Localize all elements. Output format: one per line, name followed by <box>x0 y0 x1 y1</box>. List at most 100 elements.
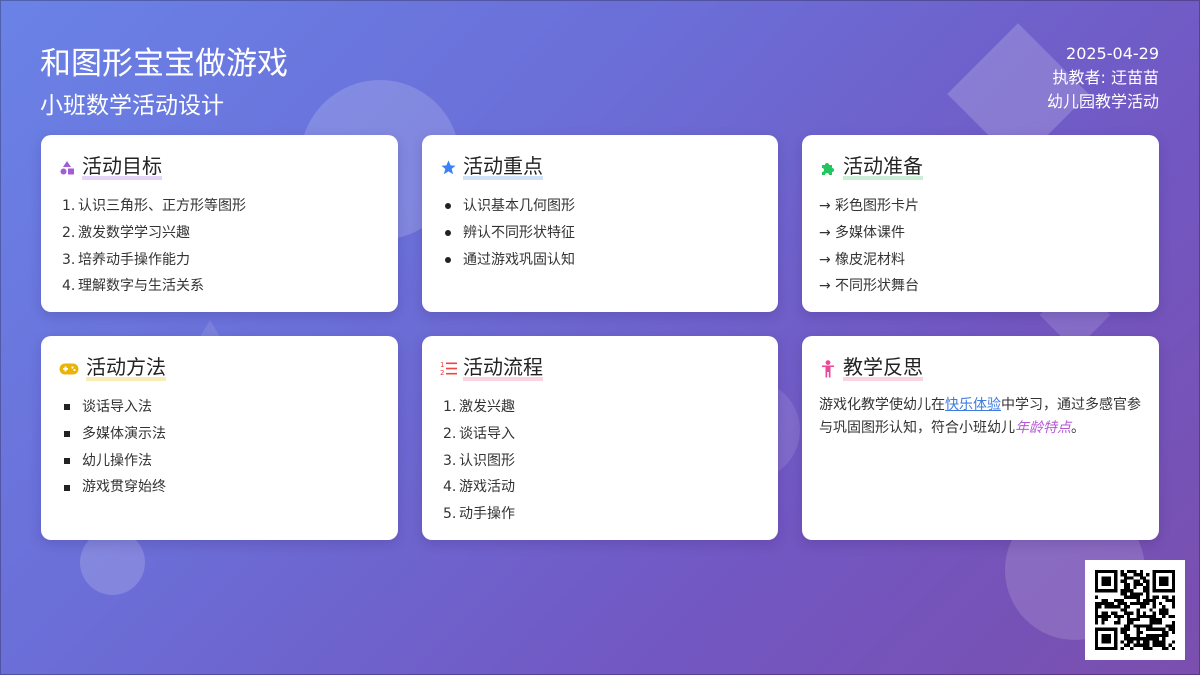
list-item: 通过游戏巩固认知 <box>439 247 761 274</box>
bullet-square <box>64 431 70 438</box>
puzzle-icon <box>819 159 837 177</box>
bullet-dot <box>445 203 451 210</box>
svg-text:2: 2 <box>440 369 444 377</box>
page-title: 和图形宝宝做游戏 <box>40 46 288 82</box>
list-number: 1. <box>443 399 457 415</box>
list-item: 1.认识三角形、正方形等图形 <box>58 193 381 220</box>
list-item: →多媒体课件 <box>819 220 1142 247</box>
list-item-text: 辨认不同形状特征 <box>463 224 575 241</box>
card-title: 活动方法 <box>86 353 166 384</box>
list-number: 5. <box>443 506 457 523</box>
list-item: 谈话导入法 <box>58 394 381 421</box>
star-icon <box>439 159 457 177</box>
card-title: 活动重点 <box>463 152 543 183</box>
arrow-icon: → <box>819 251 831 268</box>
arrow-icon: → <box>819 278 831 295</box>
bullet-square <box>64 484 70 491</box>
emphasis-text: 年龄特点 <box>1015 420 1071 436</box>
list-number: 4. <box>443 479 457 496</box>
list-item: 1.激发兴趣 <box>439 394 761 421</box>
card-header: 教学反思 <box>819 353 1142 384</box>
list-item: 4.理解数字与生活关系 <box>58 273 381 300</box>
list-item-text: 通过游戏巩固认知 <box>463 251 575 268</box>
goals-list: 1.认识三角形、正方形等图形 2.激发数学学习兴趣 3.培养动手操作能力 4.理… <box>58 193 381 300</box>
list-item-text: 认识基本几何图形 <box>463 198 575 214</box>
card-title: 活动目标 <box>82 152 162 183</box>
list-item-text: 认识图形 <box>459 452 515 469</box>
list-item-text: 理解数字与生活关系 <box>78 278 204 295</box>
process-list: 1.激发兴趣 2.谈话导入 3.认识图形 4.游戏活动 5.动手操作 <box>439 394 761 528</box>
card-preparation: 活动准备 →彩色图形卡片 →多媒体课件 →橡皮泥材料 →不同形状舞台 <box>802 135 1159 312</box>
list-item-text: 幼儿操作法 <box>82 452 152 469</box>
shapes-icon <box>58 159 76 177</box>
reflection-text-part: 中学习，通过多感官参与巩固图形认知，符合小班幼儿 <box>819 397 1141 436</box>
list-item-text: 认识三角形、正方形等图形 <box>78 198 246 214</box>
bullet-dot <box>445 230 451 237</box>
card-header: 活动方法 <box>58 353 381 384</box>
methods-list: 谈话导入法 多媒体演示法 幼儿操作法 游戏贯穿始终 <box>58 394 381 501</box>
list-number: 3. <box>443 452 457 469</box>
list-item-text: 彩色图形卡片 <box>835 198 919 214</box>
list-item: 游戏贯穿始终 <box>58 474 381 501</box>
card-title: 活动准备 <box>843 152 923 183</box>
list-item-text: 动手操作 <box>459 506 515 523</box>
teacher-text: 执教者: 迂苗苗 <box>1052 68 1159 87</box>
list-item: 2.谈话导入 <box>439 421 761 448</box>
list-item-text: 不同形状舞台 <box>835 278 919 295</box>
list-item-text: 谈话导入 <box>459 425 515 442</box>
list-number: 2. <box>443 425 457 442</box>
card-header: 活动重点 <box>439 152 761 183</box>
list-item: 4.游戏活动 <box>439 474 761 501</box>
list-item: 辨认不同形状特征 <box>439 220 761 247</box>
focus-list: 认识基本几何图形 辨认不同形状特征 通过游戏巩固认知 <box>439 193 761 273</box>
card-title: 活动流程 <box>463 353 543 384</box>
category-text: 幼儿园教学活动 <box>1046 92 1159 111</box>
reflection-text-part: 游戏化教学使幼儿在 <box>819 397 945 413</box>
list-item: 幼儿操作法 <box>58 448 381 475</box>
list-item: →彩色图形卡片 <box>819 193 1142 220</box>
list-item: 3.认识图形 <box>439 448 761 475</box>
child-icon <box>819 359 837 378</box>
list-item-text: 游戏活动 <box>459 479 515 496</box>
list-ol-icon: 1 2 <box>439 360 457 378</box>
card-process: 1 2 活动流程 1.激发兴趣 2.谈话导入 3.认识图形 4.游戏活动 5.动… <box>422 336 778 540</box>
qr-code-image <box>1095 570 1175 650</box>
list-item: →橡皮泥材料 <box>819 247 1142 274</box>
list-item: 5.动手操作 <box>439 501 761 528</box>
list-item: 认识基本几何图形 <box>439 193 761 220</box>
list-number: 1. <box>62 198 76 214</box>
list-item-text: 培养动手操作能力 <box>78 251 190 268</box>
list-item-text: 橡皮泥材料 <box>835 251 905 268</box>
card-reflection: 教学反思 游戏化教学使幼儿在快乐体验中学习，通过多感官参与巩固图形认知，符合小班… <box>802 336 1159 540</box>
list-number: 3. <box>62 251 76 268</box>
arrow-icon: → <box>819 224 831 241</box>
list-item-text: 谈话导入法 <box>82 399 152 415</box>
card-header: 活动准备 <box>819 152 1142 183</box>
qr-code <box>1085 560 1185 660</box>
card-header: 活动目标 <box>58 152 381 183</box>
card-focus: 活动重点 认识基本几何图形 辨认不同形状特征 通过游戏巩固认知 <box>422 135 778 312</box>
arrow-icon: → <box>819 198 831 214</box>
list-item: 3.培养动手操作能力 <box>58 247 381 274</box>
list-number: 2. <box>62 224 76 241</box>
list-number: 4. <box>62 278 76 295</box>
bullet-dot <box>445 256 451 263</box>
prep-list: →彩色图形卡片 →多媒体课件 →橡皮泥材料 →不同形状舞台 <box>819 193 1142 300</box>
card-title: 教学反思 <box>843 353 923 384</box>
page-subtitle: 小班数学活动设计 <box>40 93 224 119</box>
header-meta: 2025-04-29 执教者: 迂苗苗 幼儿园教学活动 <box>1047 42 1159 114</box>
list-item: →不同形状舞台 <box>819 273 1142 300</box>
date-text: 2025-04-29 <box>1066 44 1159 63</box>
list-item-text: 激发兴趣 <box>459 399 515 415</box>
card-goals: 活动目标 1.认识三角形、正方形等图形 2.激发数学学习兴趣 3.培养动手操作能… <box>41 135 398 312</box>
card-methods: 活动方法 谈话导入法 多媒体演示法 幼儿操作法 游戏贯穿始终 <box>41 336 398 540</box>
list-item-text: 多媒体演示法 <box>82 425 166 442</box>
list-item-text: 游戏贯穿始终 <box>82 479 166 496</box>
reflection-text: 游戏化教学使幼儿在快乐体验中学习，通过多感官参与巩固图形认知，符合小班幼儿年龄特… <box>819 394 1142 440</box>
highlight-link[interactable]: 快乐体验 <box>945 397 1001 413</box>
reflection-text-part: 。 <box>1071 420 1085 436</box>
svg-text:1: 1 <box>440 361 444 369</box>
list-item-text: 多媒体课件 <box>835 224 905 241</box>
list-item-text: 激发数学学习兴趣 <box>78 224 190 241</box>
card-header: 1 2 活动流程 <box>439 353 761 384</box>
